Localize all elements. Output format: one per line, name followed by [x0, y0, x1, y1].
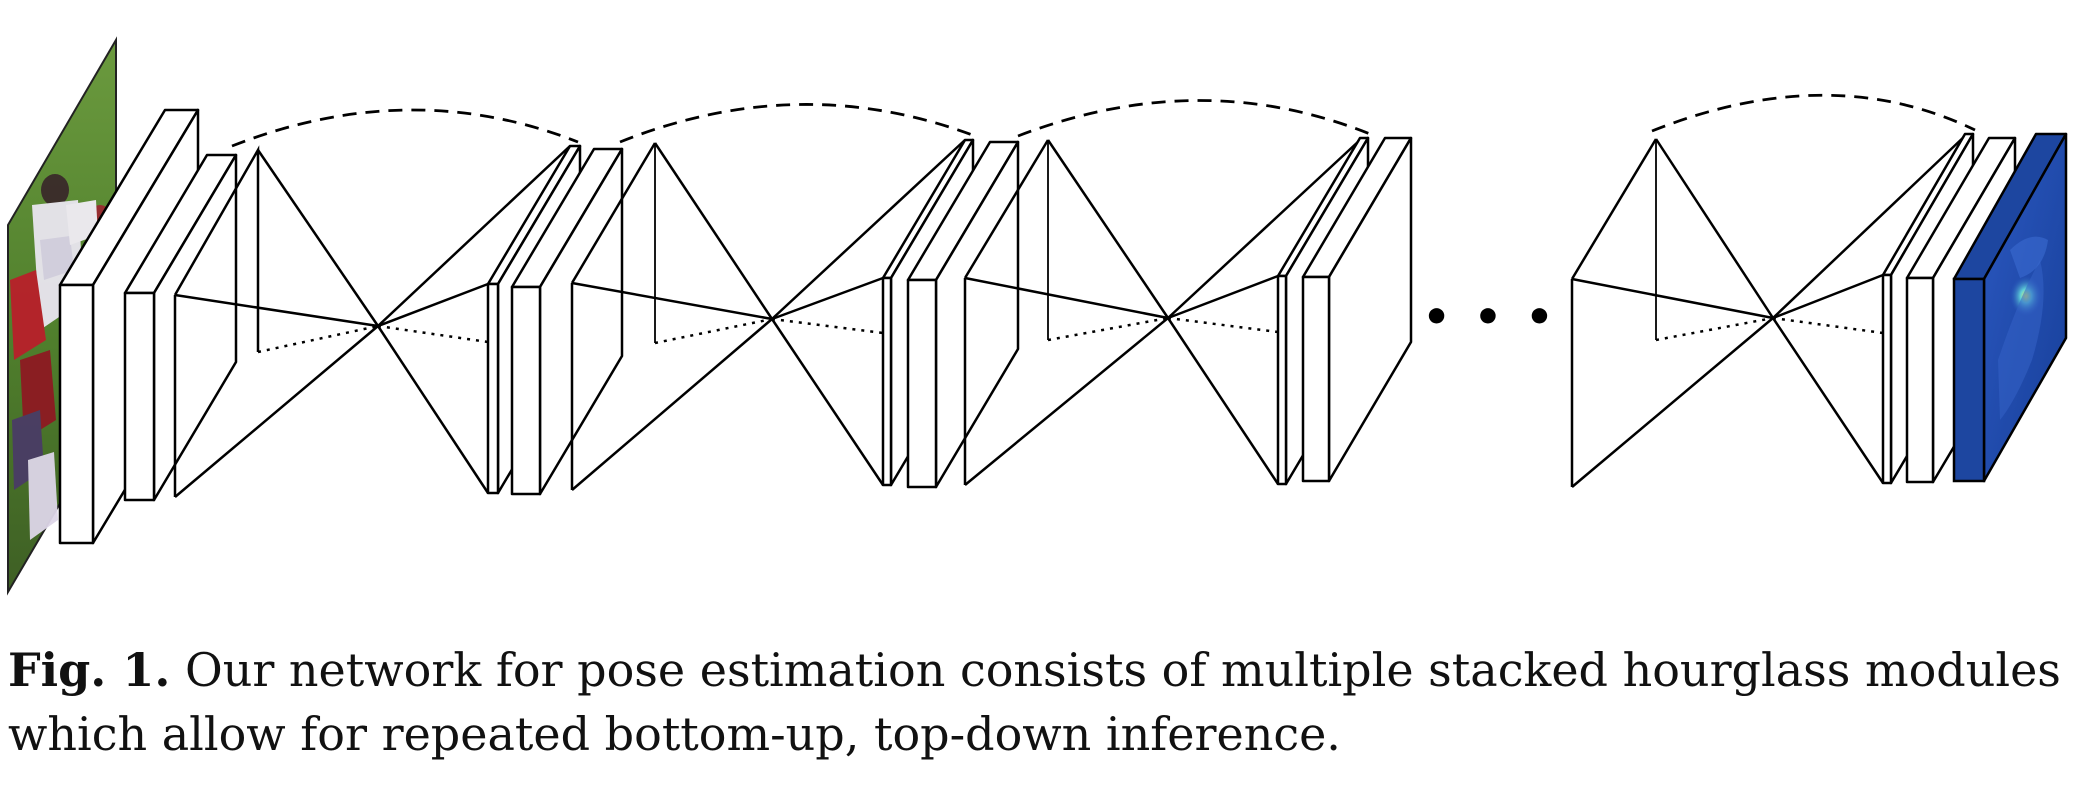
hourglass-module: [1570, 133, 1968, 488]
diagram-svg: • • •: [7, 36, 2068, 596]
figure-label: Fig. 1.: [8, 643, 171, 697]
residual-block: [1301, 136, 1413, 483]
skip-connection-arc: [1017, 99, 1371, 138]
skip-connection-arc: [231, 108, 579, 148]
network-diagram: • • •: [7, 36, 2068, 596]
ellipsis: • • •: [1422, 292, 1557, 343]
caption-text: Our network for pose estimation consists…: [8, 643, 2061, 761]
skip-connection-arc: [619, 103, 976, 144]
hourglass-module: [570, 139, 966, 491]
skip-connection-arc: [1651, 93, 1976, 133]
residual-block: [510, 147, 624, 496]
hourglass-module: [963, 139, 1361, 486]
skip-connections: [231, 93, 1976, 148]
heatmap-thumbnail: [1952, 132, 2068, 483]
hourglass-module: [173, 145, 571, 498]
figure-caption: Fig. 1. Our network for pose estimation …: [8, 638, 2078, 766]
residual-block: [906, 140, 1020, 489]
